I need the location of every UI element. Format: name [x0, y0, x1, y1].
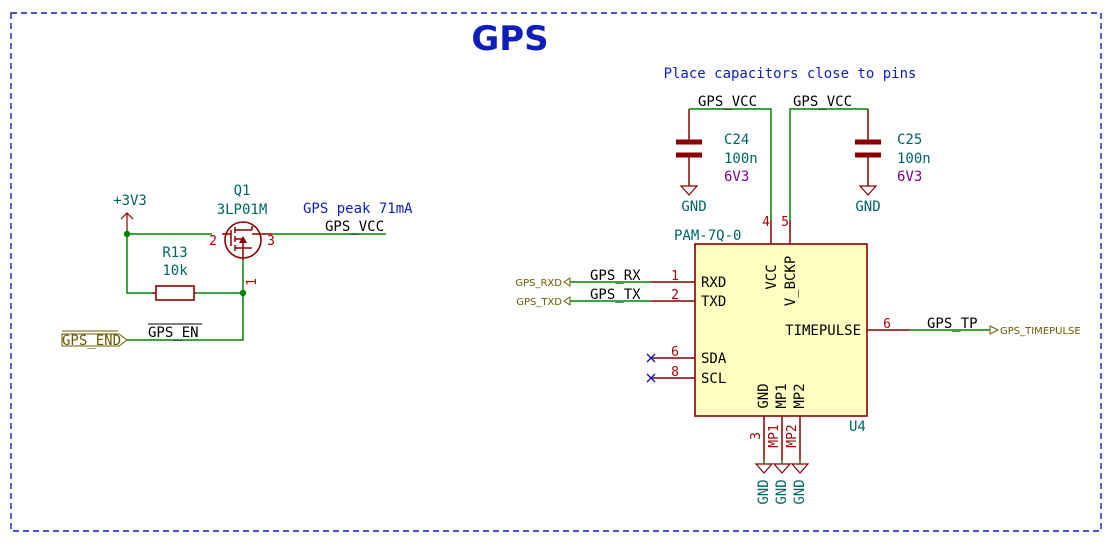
gnd-symbol[interactable]: GND	[790, 463, 810, 505]
no-connect-marker	[646, 373, 656, 383]
gnd-label: GND	[792, 479, 808, 504]
u4-pin-mp1-num: MP1	[767, 424, 782, 447]
sheet-border	[10, 12, 1102, 532]
q1-ref: Q1	[234, 183, 251, 199]
gnd-label: GND	[774, 479, 790, 504]
c24-ref: C24	[724, 132, 749, 148]
u4-pin-7-num: 6	[671, 345, 679, 360]
global-label-gps-timepulse[interactable]: GPS_TIMEPULSE	[989, 325, 1081, 337]
r13-value: 10k	[162, 263, 188, 279]
u4-pin-4-num: 4	[762, 215, 770, 230]
c25-ref: C25	[897, 132, 922, 148]
wires-right	[570, 281, 990, 331]
gnd-label: GND	[756, 479, 772, 504]
u4-pin-3-num: 3	[749, 432, 764, 440]
wires-gnd	[763, 460, 801, 464]
junction-dot	[239, 289, 247, 297]
r13-ref: R13	[162, 245, 187, 261]
u4-pin-8-name: SCL	[701, 371, 726, 387]
q1-pin-gate: 2	[209, 234, 217, 249]
c25-voltage: 6V3	[897, 169, 922, 185]
u4-pin-5-num: 5	[781, 215, 789, 230]
gnd-symbol[interactable]: GND	[772, 463, 792, 505]
u4-gps-module[interactable]: PAM-7Q-0 U4 4 5 VCC V_BCKP 1 2 6 8 RXD T…	[651, 215, 910, 460]
global-label-gps-rxd-text: GPS_RXD	[515, 278, 562, 289]
power-3v3-symbol[interactable]: +3V3	[113, 193, 147, 234]
c25-capacitor[interactable]: C25 100n 6V3	[855, 109, 931, 186]
c24-capacitor[interactable]: C24 100n 6V3	[676, 109, 758, 186]
wires-caps	[689, 108, 868, 220]
gnd-symbol[interactable]: GND	[754, 463, 774, 505]
q1-pin-source: 1	[245, 278, 260, 286]
u4-pin-6-num: 6	[883, 317, 891, 332]
u4-pin-5-name: V_BCKP	[783, 256, 799, 307]
net-label-gps-tp: GPS_TP	[927, 316, 978, 332]
placement-note: Place capacitors close to pins	[664, 66, 917, 82]
net-label-gps-en: GPS_EN	[148, 325, 199, 341]
gnd-symbol[interactable]: GND	[679, 185, 707, 215]
u4-value: PAM-7Q-0	[674, 228, 741, 244]
u4-pin-mp2-num: MP2	[785, 424, 800, 447]
u4-pin-3-name: GND	[756, 383, 772, 408]
global-label-gps-end[interactable]: GPS_END	[61, 330, 128, 349]
net-label-gps-vcc: GPS_VCC	[325, 219, 384, 235]
u4-pin-2-name: TXD	[701, 294, 726, 310]
gnd-symbol[interactable]: GND	[855, 185, 881, 215]
u4-pin-4-name: VCC	[764, 264, 780, 289]
u4-pin-mp2-name: MP2	[792, 383, 808, 408]
power-3v3-label: +3V3	[113, 193, 147, 209]
u4-pin-7-name: SDA	[701, 351, 727, 367]
c24-value: 100n	[724, 151, 758, 167]
no-connect-marker	[646, 353, 656, 363]
wires-left	[126, 233, 386, 341]
global-label-gps-txd-text: GPS_TXD	[516, 297, 562, 308]
net-label-gps-tx: GPS_TX	[590, 287, 641, 303]
u4-pin-1-num: 1	[671, 269, 679, 284]
net-label-gps-rx: GPS_RX	[590, 268, 641, 284]
c24-voltage: 6V3	[724, 169, 749, 185]
q1-pin-drain: 3	[267, 234, 275, 249]
junction-dot	[123, 230, 131, 238]
u4-pin-mp1-name: MP1	[774, 383, 790, 408]
gnd-label: GND	[855, 199, 880, 215]
global-label-gps-rxd[interactable]: GPS_RXD	[515, 277, 571, 289]
net-label-gps-vcc: GPS_VCC	[698, 94, 757, 110]
r13-resistor[interactable]: R13 10k	[152, 245, 196, 301]
gnd-label: GND	[681, 199, 706, 215]
u4-pin-1-name: RXD	[701, 275, 726, 291]
gps-peak-note: GPS peak 71mA	[303, 201, 413, 217]
c25-value: 100n	[897, 151, 931, 167]
sheet-title: GPS	[471, 19, 548, 59]
u4-pin-2-num: 2	[671, 288, 679, 303]
q1-mosfet[interactable]: Q1 3LP01M 2 3 1	[209, 183, 275, 286]
q1-value: 3LP01M	[217, 202, 268, 218]
net-label-gps-vcc: GPS_VCC	[793, 94, 852, 110]
global-label-gps-txd[interactable]: GPS_TXD	[516, 296, 571, 308]
u4-pin-8-num: 8	[671, 365, 679, 380]
global-label-gps-end-text: GPS_END	[62, 333, 121, 349]
u4-ref: U4	[849, 419, 866, 435]
u4-pin-6-name: TIMEPULSE	[785, 323, 861, 339]
global-label-gps-timepulse-text: GPS_TIMEPULSE	[1000, 326, 1081, 337]
